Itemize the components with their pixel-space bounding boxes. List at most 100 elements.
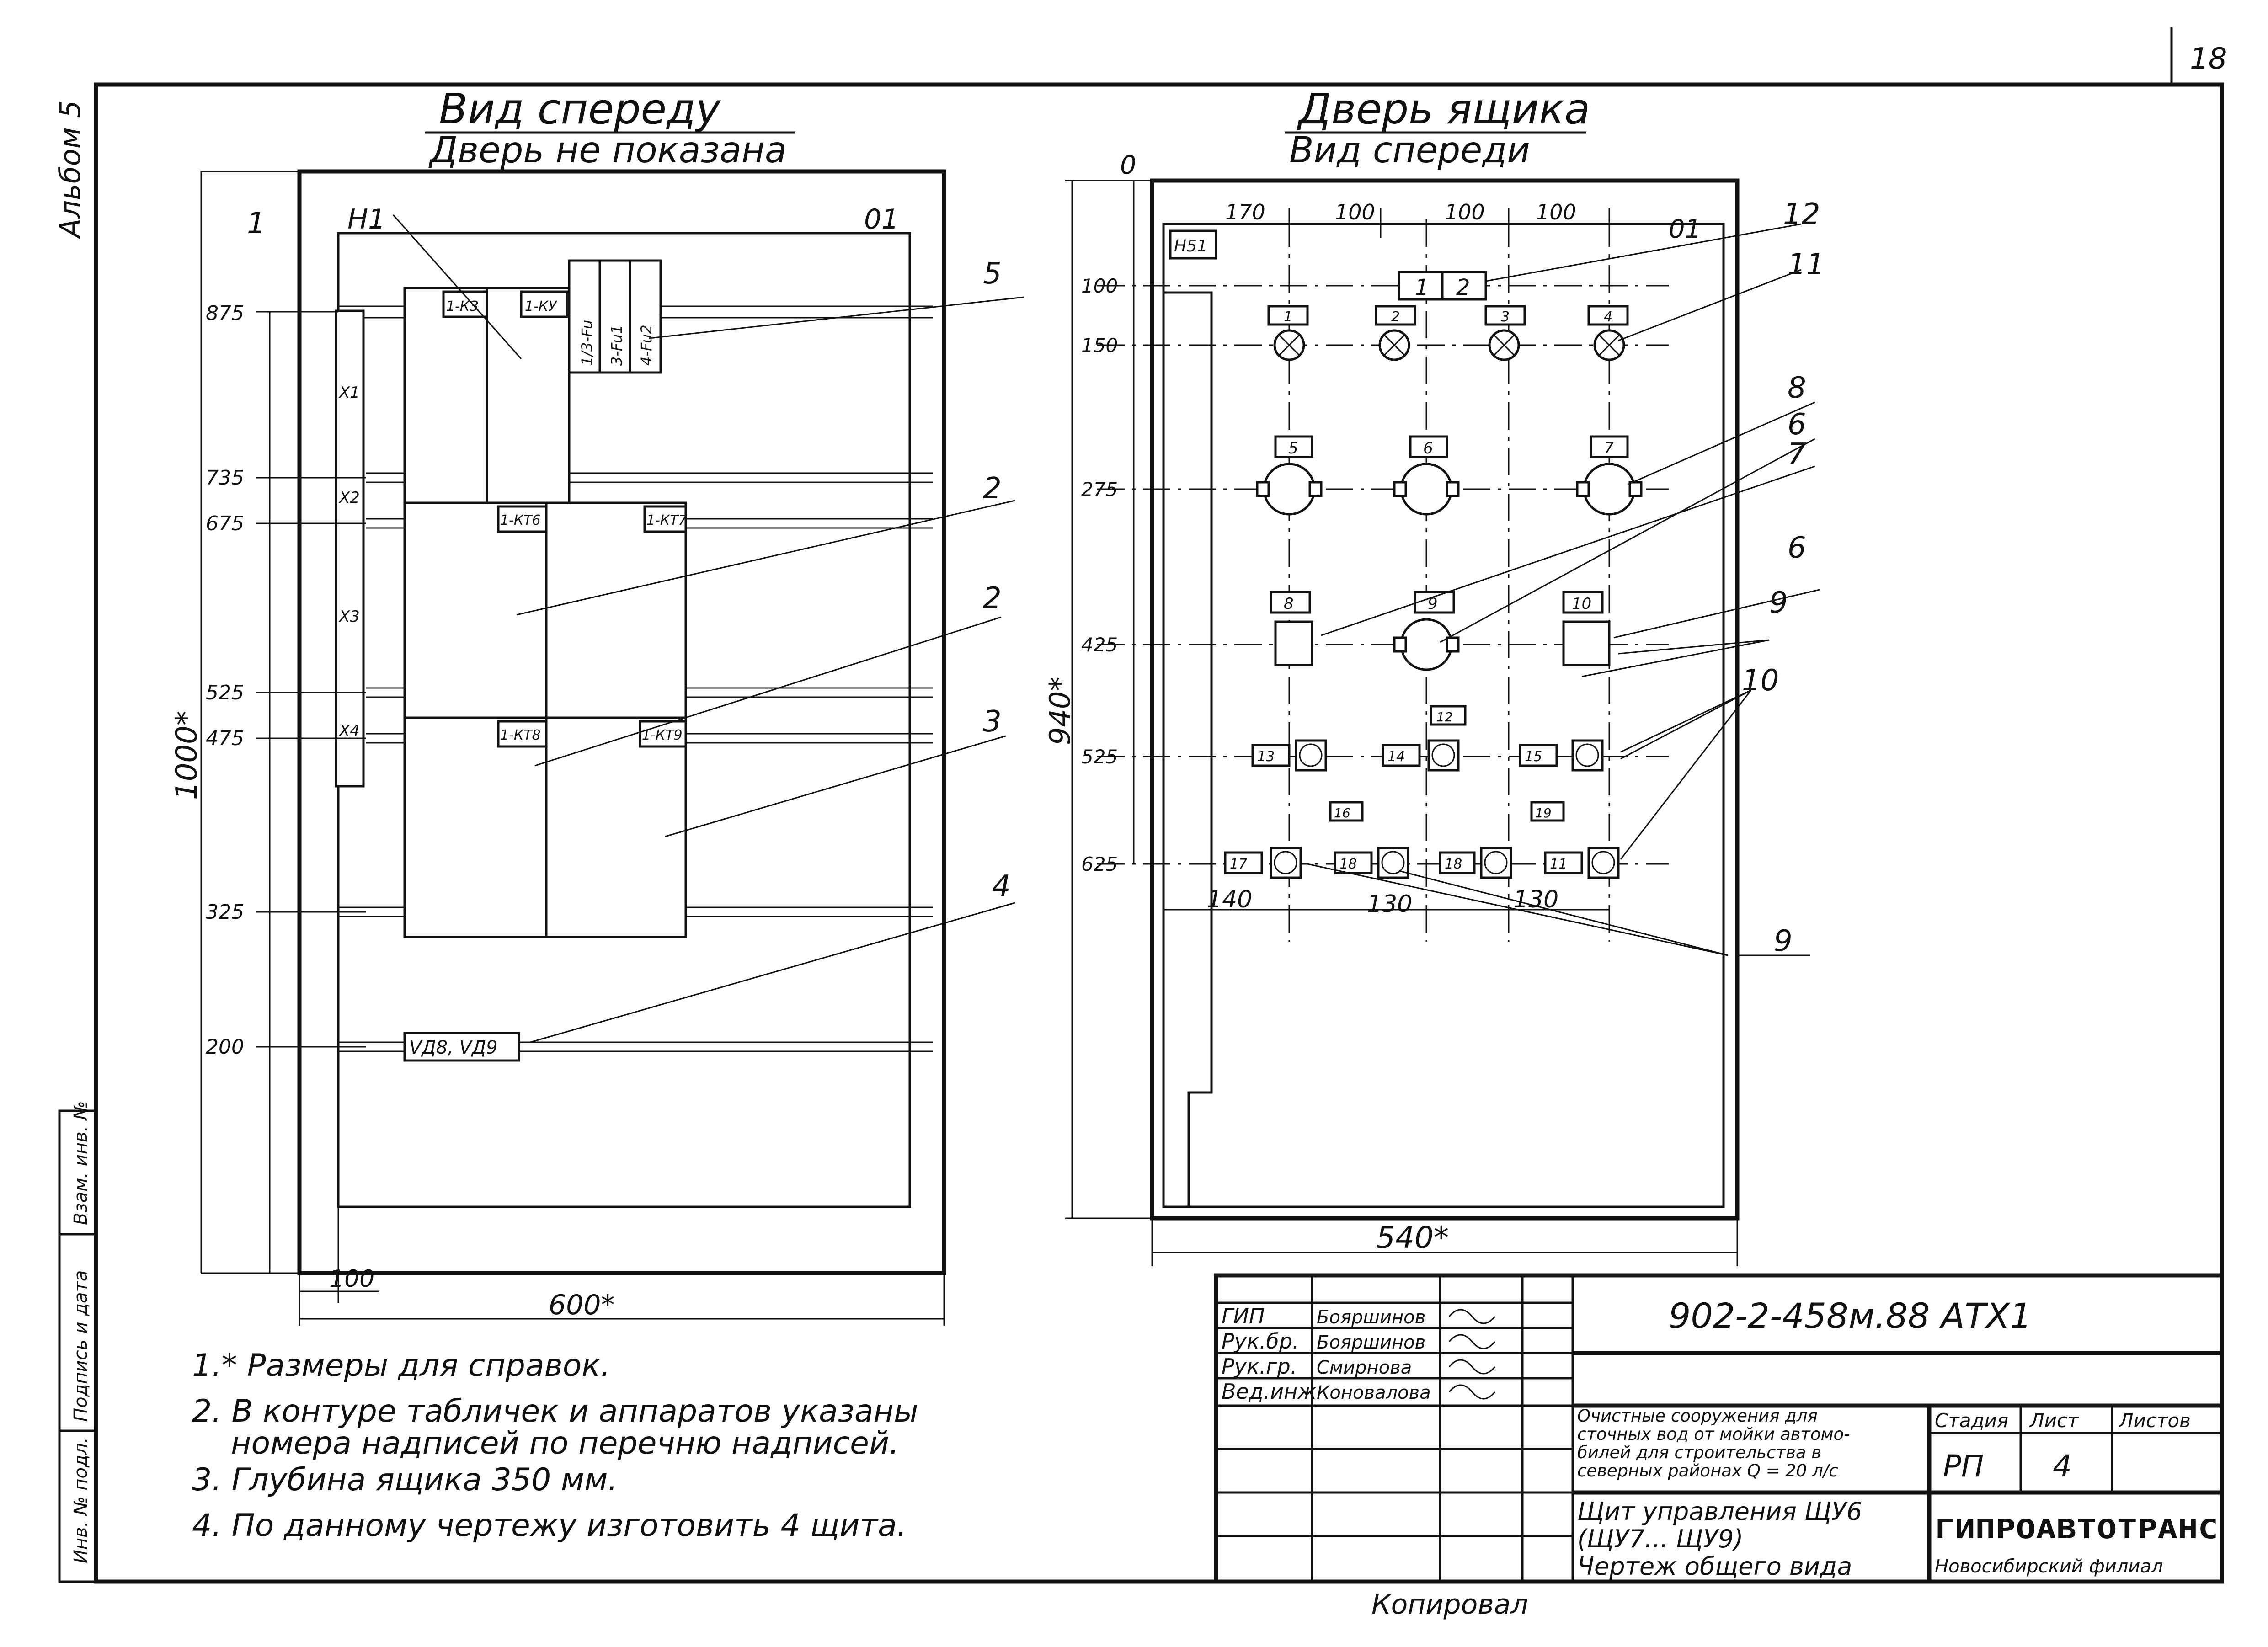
door-top-dim-100b: 100	[1445, 200, 1485, 224]
button-row-upper	[1251, 705, 1604, 822]
drawing-title-3: Чертеж общего вида	[1577, 1552, 1852, 1581]
plate-11: 12	[1436, 709, 1453, 725]
plate-12: 13	[1257, 749, 1275, 765]
door-origin: 0	[1120, 150, 1137, 180]
note-3: 3. Глубина ящика 350 мм.	[192, 1462, 618, 1498]
plate-15: 16	[1334, 805, 1350, 821]
plate-1-top: 1	[1415, 275, 1429, 300]
front-callout-5: 4	[992, 869, 1011, 903]
terminal-x3: Х3	[338, 608, 360, 626]
front-callout-3: 3	[983, 705, 1002, 739]
front-callout-4: 5	[983, 257, 1002, 291]
note-2-cont: номера надписей по перечню надписей.	[231, 1425, 899, 1461]
door-view-subtitle: Вид спереди	[1289, 130, 1530, 171]
role-gip: ГИП	[1222, 1304, 1265, 1328]
note-4: 4. По данному чертежу изготовить 4 щита.	[192, 1508, 907, 1544]
switch-row	[1256, 435, 1643, 516]
door-corner-left: Н51	[1174, 237, 1207, 256]
front-overall-width: 600*	[549, 1289, 615, 1321]
label-vd: VД8, VД9	[409, 1037, 498, 1058]
front-callout-leaders	[392, 214, 1025, 1043]
dim-325: 325	[206, 901, 244, 924]
front-dim-lines	[200, 171, 945, 1326]
note-2: 2. В контуре табличек и аппаратов указан…	[192, 1393, 918, 1429]
button-row-lower	[1224, 847, 1620, 879]
control-row	[1270, 591, 1611, 671]
door-bottom-dims	[1151, 909, 1738, 1266]
dim-735: 735	[206, 466, 244, 490]
plate-17: 18	[1339, 856, 1357, 872]
door-callout-9a: 9	[1769, 586, 1788, 620]
drawing-code: 902-2-458м.88 АТХ1	[1669, 1295, 2032, 1336]
plate-1: 1	[1284, 309, 1292, 325]
lamp-row	[1267, 305, 1629, 361]
front-view: Вид спереду Дверь не показана Н1 01 Х1 Х…	[170, 85, 1025, 1326]
stage-value: РП	[1943, 1449, 1984, 1484]
terminal-x1: Х1	[338, 384, 360, 402]
project-line-2: сточных вод от мойки автомо-	[1577, 1424, 1850, 1444]
title-block: 902-2-458м.88 АТХ1 ГИП Рук.бр. Рук.гр. В…	[1214, 1273, 2224, 1584]
sheet-value: 4	[2053, 1449, 2072, 1484]
project-line-4: северных районах Q = 20 л/с	[1577, 1461, 1838, 1481]
front-corner-left: Н1	[347, 203, 385, 235]
album-label: Альбом 5	[53, 100, 87, 240]
door-top-dim-170: 170	[1225, 200, 1265, 224]
door-callout-10: 10	[1742, 664, 1779, 698]
dim-475: 475	[206, 727, 244, 750]
terminal-strip	[335, 309, 365, 788]
dim-525: 525	[206, 681, 244, 704]
door-callout-8: 8	[1788, 371, 1806, 405]
dim-875: 875	[206, 302, 244, 325]
name-1: Бояршинов	[1317, 1307, 1425, 1328]
front-callout-1: 1	[247, 207, 266, 240]
door-left-dims	[1065, 180, 1152, 1219]
door-callout-leaders	[1307, 223, 1820, 956]
door-top-dim-100c: 100	[1536, 200, 1576, 224]
plate-8: 8	[1284, 595, 1294, 613]
label-1-kt6: 1-КТ6	[500, 512, 541, 528]
label-fu: 1/3-Fu	[578, 320, 596, 366]
role-ved-inzh: Вед.инж	[1222, 1379, 1317, 1404]
door-view: Дверь ящика Вид спереди 0 Н51 01	[1043, 85, 1825, 1266]
dim-675: 675	[206, 512, 244, 535]
notes: 1.* Размеры для справок. 2. В контуре та…	[192, 1348, 918, 1544]
label-1-kt8: 1-КТ8	[500, 727, 541, 743]
plate-6: 6	[1423, 439, 1433, 458]
label-4-fu2: 4-Fu2	[638, 325, 655, 366]
door-bottom-dim-130b: 130	[1513, 886, 1558, 913]
col-sheets: Листов	[2118, 1409, 2191, 1432]
plate-7: 7	[1604, 439, 1614, 458]
door-dim-100: 100	[1081, 275, 1118, 297]
front-callout-2a: 2	[983, 472, 1002, 506]
cabinet-outline	[297, 169, 946, 1275]
col-sheet: Лист	[2029, 1409, 2079, 1432]
page-number: 18	[2190, 42, 2227, 76]
stamp-inv: Инв. № подл.	[70, 1437, 91, 1563]
front-bottom-offset: 100	[329, 1265, 374, 1293]
front-view-subtitle: Дверь не показана	[428, 130, 787, 171]
door-top-dims	[1225, 208, 1610, 238]
plate-4: 4	[1604, 309, 1612, 325]
door-bottom-dim-130a: 130	[1367, 890, 1412, 918]
front-corner-right: 01	[864, 203, 899, 235]
diode-block	[403, 1032, 520, 1062]
stamp-sign: Подпись и дата	[70, 1270, 91, 1422]
label-1-kt7: 1-КТ7	[646, 512, 687, 528]
front-view-title: Вид спереду	[439, 85, 721, 133]
drawing-title-2: (ЩУ7... ЩУ9)	[1577, 1524, 1743, 1553]
plate-18: 19	[1535, 805, 1552, 821]
role-ruk-br: Рук.бр.	[1222, 1329, 1299, 1354]
fuse-block	[568, 259, 662, 374]
door-axis-lines	[1097, 219, 1669, 942]
door-bottom-dim-140: 140	[1207, 886, 1252, 913]
plate-3: 3	[1501, 309, 1510, 325]
note-1: 1.* Размеры для справок.	[192, 1348, 610, 1384]
terminal-x2: Х2	[338, 489, 360, 507]
door-top-dim-100a: 100	[1335, 200, 1375, 224]
plate-2-top: 2	[1456, 275, 1470, 300]
door-callout-9b: 9	[1774, 924, 1793, 958]
drawing-frame	[94, 82, 2224, 1584]
door-overall-width: 540*	[1376, 1220, 1449, 1255]
plate-16: 17	[1230, 856, 1247, 872]
